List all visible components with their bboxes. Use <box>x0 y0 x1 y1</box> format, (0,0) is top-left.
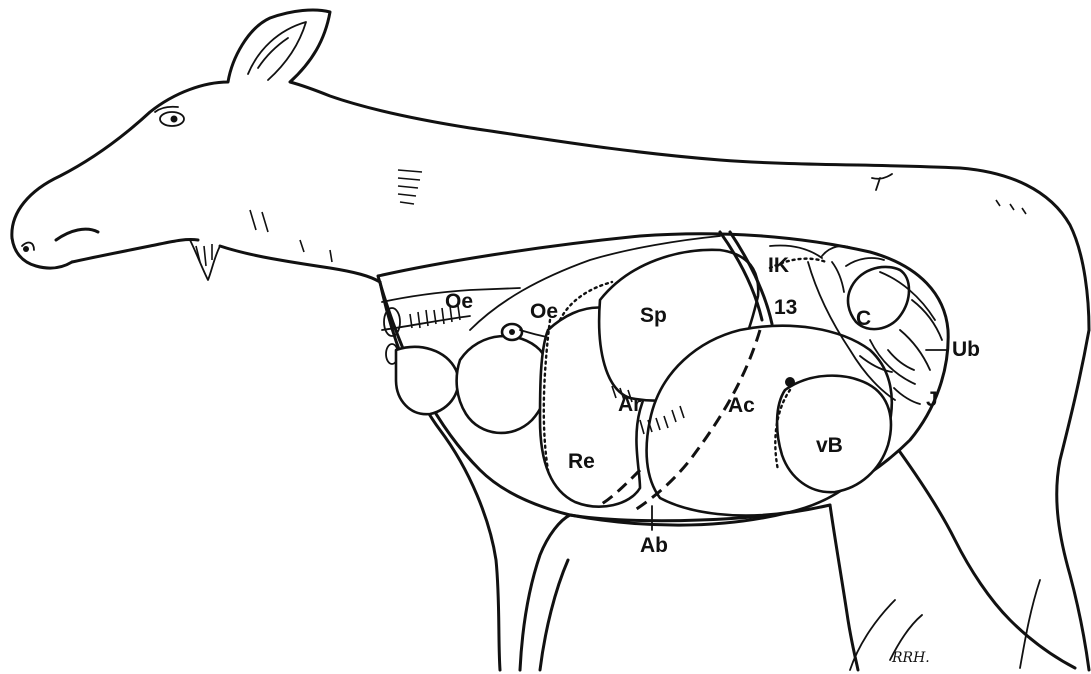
label-rib-13: 13 <box>774 296 797 319</box>
abdominal-cavity <box>378 232 948 525</box>
artist-signature: RRH. <box>891 650 930 666</box>
label-ab: Ab <box>640 534 668 557</box>
label-re: Re <box>568 450 595 473</box>
label-oe-right: Oe <box>530 300 558 323</box>
label-ar: Ar <box>618 393 641 416</box>
label-ub: Ub <box>952 338 980 361</box>
label-j: J <box>926 388 938 411</box>
label-c: C <box>856 307 871 330</box>
label-sp: Sp <box>640 304 667 327</box>
label-vb: vB <box>816 434 843 457</box>
label-oe-left: Oe <box>445 290 473 313</box>
label-ac: Ac <box>728 394 755 417</box>
label-ik: IK <box>768 254 789 277</box>
